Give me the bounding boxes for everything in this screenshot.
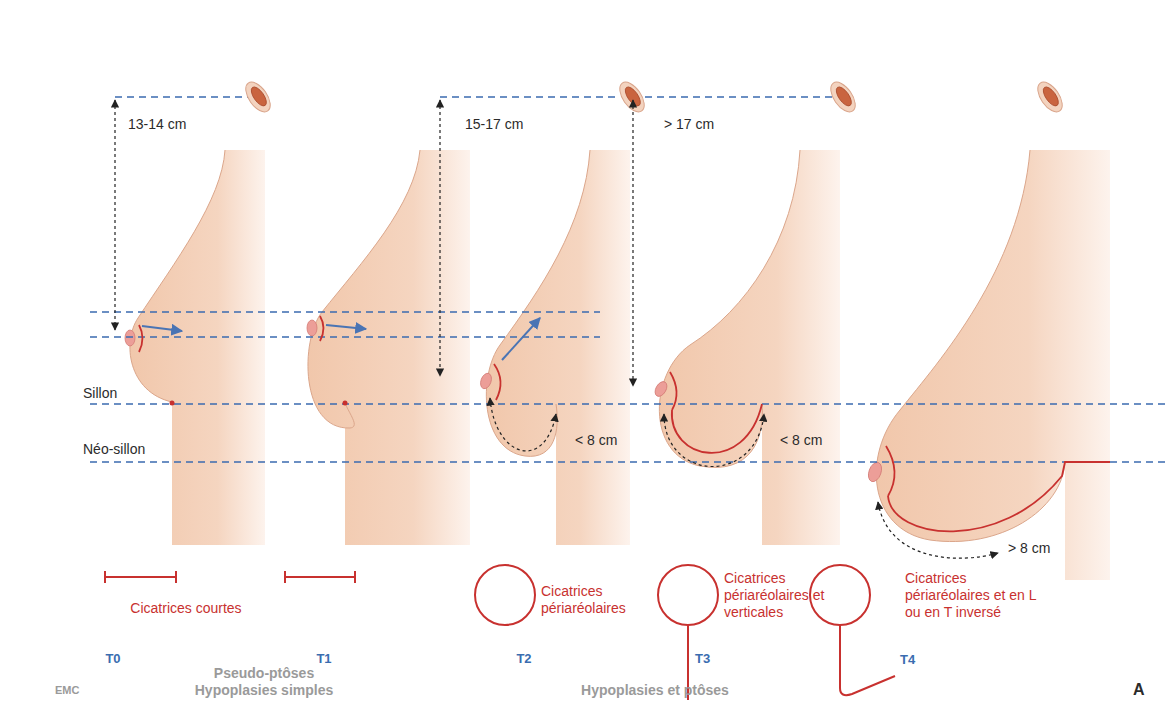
scar-pattern	[105, 565, 895, 700]
nipple	[125, 320, 884, 483]
grade-label: T2	[516, 651, 531, 667]
fold-label: Sillon	[83, 385, 117, 402]
grade-label: T3	[695, 651, 710, 667]
fold-label: Néo-sillon	[83, 441, 145, 458]
movement-arrow	[142, 318, 540, 360]
breast-profile	[130, 150, 1110, 580]
reference-lines	[115, 96, 832, 97]
group-label: Hypoplasies simples	[195, 682, 334, 699]
fold-dot	[170, 401, 348, 406]
level-lines	[90, 312, 1168, 462]
distance-arc	[490, 398, 998, 558]
group-label: Pseudo-ptôses	[214, 665, 314, 682]
grade-label: T0	[105, 651, 120, 667]
scar-label: Cicatrices périaréolaires et en L ou en …	[905, 570, 1045, 620]
dimension-label: 15-17 cm	[465, 116, 523, 133]
incision-line	[139, 316, 1110, 531]
scar-label: Cicatrices périaréolaires et verticales	[724, 570, 839, 620]
dimension-label: > 8 cm	[1008, 540, 1050, 557]
dimension-label: 13-14 cm	[128, 116, 186, 133]
dimension-label: < 8 cm	[780, 432, 822, 449]
dimension-label: > 17 cm	[664, 116, 714, 133]
scar-label: Cicatrices courtes	[130, 600, 241, 617]
grade-label: T1	[316, 651, 331, 667]
dimension-arrow	[115, 100, 633, 386]
scar-label: Cicatrices périaréolaires	[541, 583, 641, 617]
breast-icon	[241, 78, 1067, 116]
dimension-label: < 8 cm	[575, 432, 617, 449]
grade-label: T4	[900, 652, 915, 668]
publisher-mark: EMC	[55, 684, 79, 697]
group-label: Hypoplasies et ptôses	[581, 682, 729, 699]
panel-letter: A	[1133, 680, 1145, 699]
breast-outline	[130, 150, 1065, 542]
